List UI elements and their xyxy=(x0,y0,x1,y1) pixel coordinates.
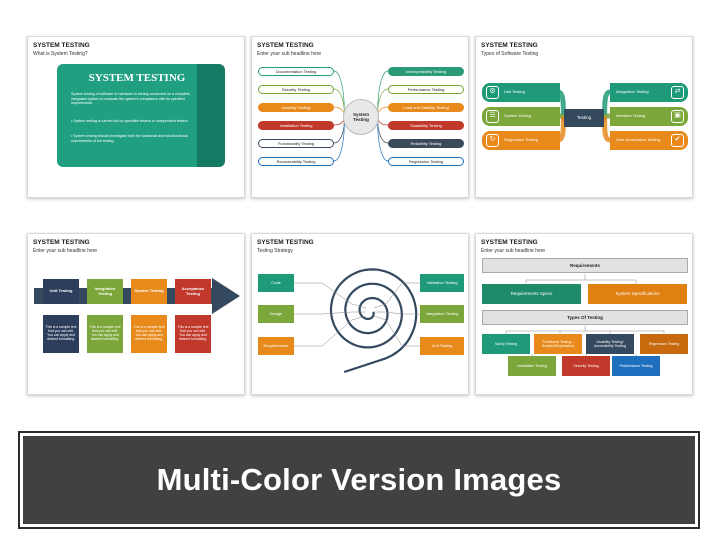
type-label: Regression Testing xyxy=(504,137,538,143)
header-label: Types Of Testing xyxy=(567,314,603,320)
system-icon: ☰ xyxy=(486,110,499,123)
slide-title: SYSTEM TESTING xyxy=(33,239,90,246)
left-pill-4: Functionality Testing xyxy=(258,139,334,148)
slide-subtitle: What is System Testing? xyxy=(33,51,88,57)
step-header-0: Unit Testing xyxy=(43,279,79,304)
integration-icon: ⇄ xyxy=(671,86,684,99)
step-text-3: This is a sample text that you can edit.… xyxy=(175,315,211,353)
banner-text: Multi-Color Version Images xyxy=(156,462,562,497)
type-item-row2-2: Performance Testing xyxy=(612,356,660,376)
left-pill-3: Installation Testing xyxy=(258,121,334,130)
type-item-3: Regression Testing xyxy=(640,334,688,354)
slide-thumbnail-1[interactable]: SYSTEM TESTING What is System Testing? S… xyxy=(27,36,245,198)
strategy-right-1: Integration Testing xyxy=(420,305,464,323)
center-hub: System Testing xyxy=(343,99,379,135)
center-label: Testing xyxy=(576,115,592,121)
step-text-0: This is a sample text that you can edit.… xyxy=(43,315,79,353)
step-text-1: This is a sample text that you can edit.… xyxy=(87,315,123,353)
right-type-1: Interface Testing ▣ xyxy=(610,107,688,126)
left-pill-5: Recoverability Testing xyxy=(258,157,334,166)
slide-thumbnail-2[interactable]: SYSTEM TESTING Enter your sub headline h… xyxy=(251,36,469,198)
left-type-2: ↻ Regression Testing xyxy=(482,131,560,150)
header-label: Requirements xyxy=(569,262,600,268)
type-item-2: Usability Testing/ Accessibility Testing xyxy=(586,334,634,354)
type-label: User Acceptance Testing xyxy=(616,137,660,143)
types-header: Types Of Testing xyxy=(482,310,688,325)
slide-thumbnail-3[interactable]: SYSTEM TESTING Types of Software Testing… xyxy=(475,36,693,198)
card-paragraph: System testing of software or hardware i… xyxy=(71,92,191,106)
left-type-1: ☰ System Testing xyxy=(482,107,560,126)
right-type-2: User Acceptance Testing ✔ xyxy=(610,131,688,150)
req-item-1: System Specifications xyxy=(588,284,687,304)
type-label: Unit Testing xyxy=(504,89,525,95)
bullet-text: System testing should investigate both t… xyxy=(71,134,188,143)
slide-subtitle: Enter your sub headline here xyxy=(33,248,98,254)
step-text-2: This is a sample text that you can edit.… xyxy=(131,315,167,353)
interface-icon: ▣ xyxy=(671,110,684,123)
step-header-1: Integration Testing xyxy=(87,279,123,304)
regression-icon: ↻ xyxy=(486,134,499,147)
right-pill-5: Regression Testing xyxy=(388,157,464,166)
step-header-2: System Testing xyxy=(131,279,167,304)
tree-connectors xyxy=(505,274,665,356)
strategy-right-0: Validation Testing xyxy=(420,274,464,292)
left-pill-2: Usability Testing xyxy=(258,103,334,112)
banner-frame: Multi-Color Version Images xyxy=(18,431,700,529)
slide-subtitle: Enter your sub headline here xyxy=(257,51,322,57)
right-pill-1: Performance Testing xyxy=(388,85,464,94)
banner: Multi-Color Version Images xyxy=(23,436,695,524)
slide-thumbnail-4[interactable]: SYSTEM TESTING Enter your sub headline h… xyxy=(27,233,245,395)
hub-label: System Testing xyxy=(352,112,369,122)
type-item-row2-1: Security Testing xyxy=(562,356,610,376)
slide-title: SYSTEM TESTING xyxy=(257,42,314,49)
acceptance-icon: ✔ xyxy=(671,134,684,147)
unit-icon: ⚙ xyxy=(486,86,499,99)
left-pill-0: Documentation Testing xyxy=(258,67,334,76)
right-pill-0: Interoperability Testing xyxy=(388,67,464,76)
card-title: SYSTEM TESTING xyxy=(88,72,186,84)
slide-subtitle: Testing Strategy xyxy=(257,248,293,254)
card-fold xyxy=(197,64,225,167)
type-label: Integration Testing xyxy=(616,89,649,95)
slide-title: SYSTEM TESTING xyxy=(257,239,314,246)
type-item-row2-0: Installation Testing xyxy=(508,356,556,376)
req-item-0: Requirements Specs xyxy=(482,284,581,304)
card-bullet-2: • System testing should investigate both… xyxy=(71,134,188,143)
right-pill-3: Scalability Testing xyxy=(388,121,464,130)
right-type-0: Integration Testing ⇄ xyxy=(610,83,688,102)
type-label: System Testing xyxy=(504,113,532,119)
type-item-0: Sanity Testing xyxy=(482,334,530,354)
left-pill-1: Security Testing xyxy=(258,85,334,94)
center-box: Testing xyxy=(564,109,604,127)
slide-subtitle: Types of Software Testing xyxy=(481,51,539,57)
right-pill-4: Reliability Testing xyxy=(388,139,464,148)
left-type-0: ⚙ Unit Testing xyxy=(482,83,560,102)
step-header-3: Acceptance Testing xyxy=(175,279,211,304)
card-bullet-1: • System testing is carried out by speci… xyxy=(71,119,189,123)
slide-title: SYSTEM TESTING xyxy=(481,42,538,49)
slide-title: SYSTEM TESTING xyxy=(481,239,538,246)
type-label: Interface Testing xyxy=(616,113,646,119)
strategy-right-2: Unit Testing xyxy=(420,337,464,355)
spiral-diagram xyxy=(294,268,420,374)
slide-thumbnail-6[interactable]: SYSTEM TESTING Enter your sub headline h… xyxy=(475,233,693,395)
strategy-left-1: Design xyxy=(258,305,294,323)
requirements-header: Requirements xyxy=(482,258,688,273)
slide-title: SYSTEM TESTING xyxy=(33,42,90,49)
info-card: SYSTEM TESTING System testing of softwar… xyxy=(57,64,225,167)
strategy-left-2: Requirements xyxy=(258,337,294,355)
bullet-text: System testing is carried out by special… xyxy=(73,119,189,123)
type-item-1: Functional Testing - Scripted/Explorator… xyxy=(534,334,582,354)
slide-subtitle: Enter your sub headline here xyxy=(481,248,546,254)
right-pill-2: Load and Stability Testing xyxy=(388,103,464,112)
strategy-left-0: Code xyxy=(258,274,294,292)
